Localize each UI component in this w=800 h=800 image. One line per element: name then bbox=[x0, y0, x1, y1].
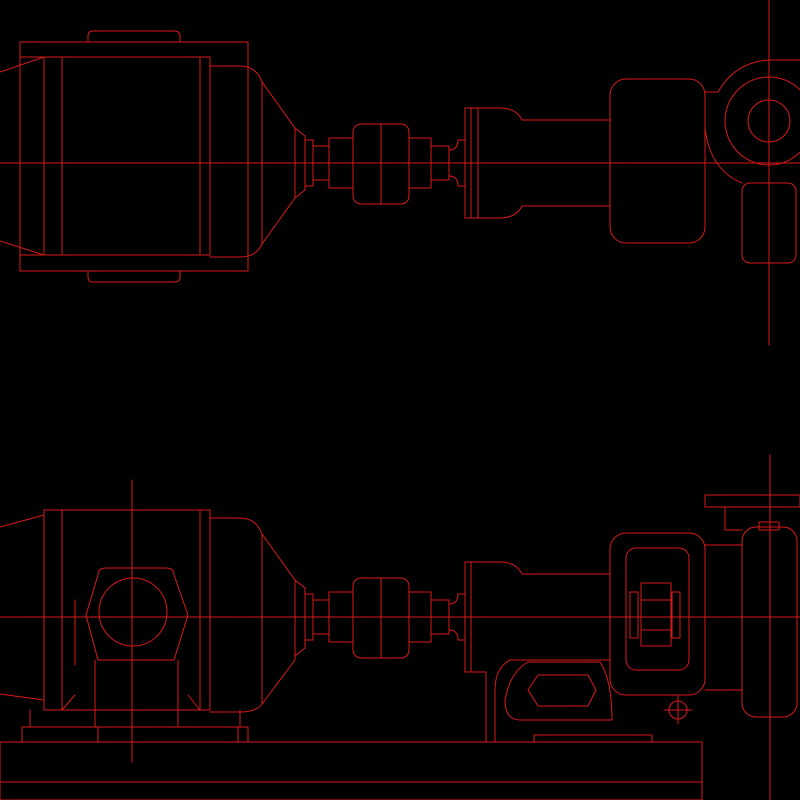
top-bearing-frame bbox=[465, 108, 610, 218]
top-gear-reducer bbox=[0, 31, 305, 282]
top-coupling bbox=[305, 124, 465, 204]
top-view bbox=[0, 0, 800, 345]
side-coupling bbox=[305, 578, 465, 658]
side-gear-reducer bbox=[0, 510, 305, 742]
top-centerlines bbox=[0, 0, 800, 345]
side-bearing-frame bbox=[465, 562, 612, 742]
side-pump-casing bbox=[610, 495, 800, 724]
side-view bbox=[0, 455, 800, 800]
top-pump-casing bbox=[610, 60, 800, 263]
side-centerlines bbox=[0, 455, 800, 800]
side-base-plate bbox=[0, 727, 702, 800]
